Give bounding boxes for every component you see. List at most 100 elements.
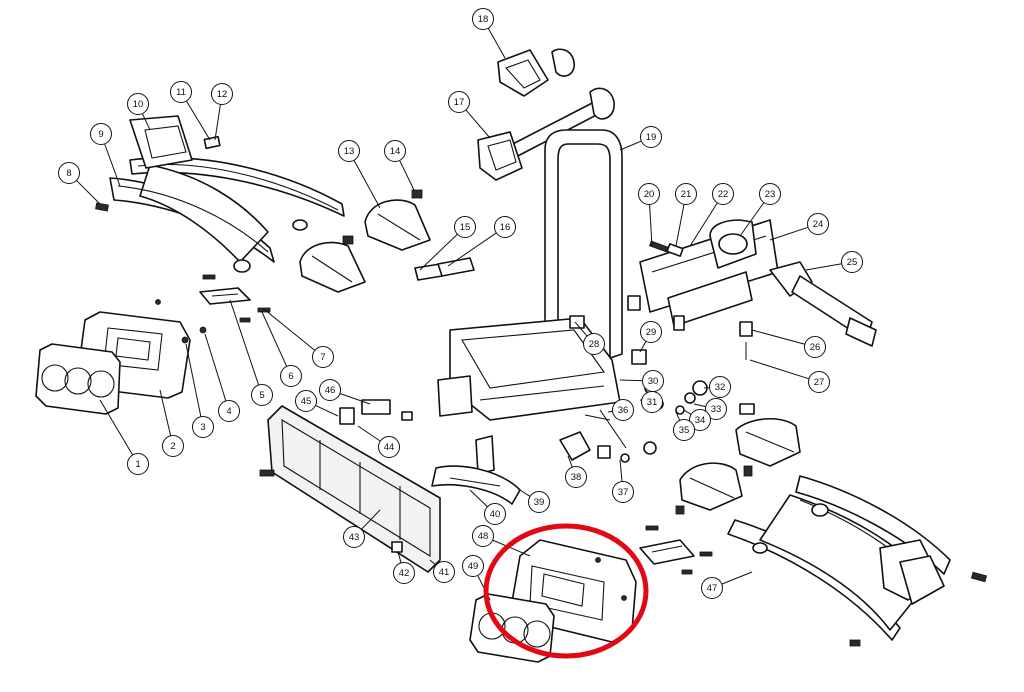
- callout-number: 19: [646, 132, 657, 143]
- callout-6: 6: [261, 311, 302, 387]
- callout-bubble: [338, 140, 360, 162]
- callout-number: 30: [648, 376, 659, 387]
- highlight-circle: [483, 523, 649, 659]
- callout-number: 27: [814, 377, 825, 388]
- callout-25: 25: [805, 251, 863, 273]
- callout-number: 13: [344, 146, 355, 157]
- callout-3: 3: [185, 343, 214, 438]
- callout-36: 36: [607, 399, 634, 421]
- callout-number: 34: [695, 415, 706, 426]
- callout-20: 20: [638, 183, 660, 247]
- callout-leader: [689, 202, 718, 247]
- callout-number: 25: [847, 257, 858, 268]
- callout-leader: [619, 459, 623, 482]
- callout-8: 8: [58, 162, 101, 205]
- callout-44: 44: [357, 425, 400, 458]
- callout-bubble: [640, 321, 662, 343]
- callout-34: 34: [683, 409, 711, 431]
- callout-leader: [675, 204, 685, 247]
- callout-bubble: [462, 555, 484, 577]
- callout-19: 19: [619, 126, 662, 151]
- callout-17: 17: [448, 91, 491, 139]
- callout-number: 48: [478, 531, 489, 542]
- callout-number: 1: [135, 459, 140, 470]
- callout-bubble: [807, 213, 829, 235]
- callout-9: 9: [90, 123, 121, 187]
- callout-bubble: [393, 562, 415, 584]
- callout-37: 37: [612, 459, 634, 503]
- callout-number: 42: [399, 568, 410, 579]
- callout-leader: [683, 409, 692, 415]
- right-plate-hardware: [639, 505, 713, 575]
- callout-leader: [185, 343, 202, 417]
- callout-number: 6: [288, 371, 293, 382]
- callout-23: 23: [739, 183, 781, 237]
- callout-leader: [429, 559, 437, 566]
- callout-number: 2: [170, 441, 175, 452]
- callout-bubble: [472, 8, 494, 30]
- callout-27: 27: [749, 359, 830, 393]
- callout-bubble: [638, 183, 660, 205]
- callout-26: 26: [751, 329, 826, 358]
- callout-bubble: [673, 419, 695, 441]
- callout-bubble: [712, 183, 734, 205]
- callout-number: 23: [765, 189, 776, 200]
- callout-bubble: [343, 526, 365, 548]
- callout-leader: [186, 100, 211, 141]
- callout-leader: [465, 109, 491, 139]
- callout-leader: [619, 379, 643, 382]
- callout-16: 16: [447, 216, 516, 267]
- callout-leader: [739, 202, 765, 237]
- callout-bubble: [448, 91, 470, 113]
- callout-number: 11: [176, 87, 186, 98]
- callout-number: 9: [98, 129, 103, 140]
- callout-32: 32: [703, 376, 731, 398]
- callout-leader: [99, 399, 134, 456]
- callout-number: 41: [439, 567, 450, 578]
- right-mechanism: [627, 219, 877, 360]
- callout-leader: [769, 226, 809, 241]
- callout-31: 31: [639, 391, 663, 413]
- callout-number: 46: [325, 385, 336, 396]
- callout-number: 40: [490, 509, 501, 520]
- callout-bubble: [709, 376, 731, 398]
- callout-10: 10: [127, 93, 151, 131]
- callout-bubble: [808, 371, 830, 393]
- callout-bubble: [454, 216, 476, 238]
- callout-13: 13: [338, 140, 381, 209]
- callout-leader: [751, 329, 805, 345]
- callout-number: 22: [718, 189, 729, 200]
- right-wheel-holders: [679, 417, 801, 511]
- callout-number: 7: [320, 352, 325, 363]
- callout-number: 3: [200, 422, 205, 433]
- callout-leader: [264, 309, 316, 351]
- callout-bubble: [472, 525, 494, 547]
- callout-15: 15: [419, 216, 476, 271]
- callout-42: 42: [393, 551, 415, 584]
- callout-1: 1: [99, 399, 149, 475]
- callout-number: 26: [810, 342, 821, 353]
- callout-bubble: [612, 399, 634, 421]
- callout-leader: [360, 509, 381, 530]
- callout-bubble: [641, 391, 663, 413]
- callout-number: 12: [217, 89, 228, 100]
- callout-14: 14: [384, 140, 415, 191]
- callout-48: 48: [472, 525, 531, 557]
- frame-arms: [477, 48, 615, 181]
- callout-bubble: [689, 409, 711, 431]
- plate-holder: [259, 399, 441, 573]
- callout-leader: [419, 233, 458, 271]
- callout-leader: [357, 425, 381, 442]
- callout-number: 21: [681, 189, 692, 200]
- callout-bubble: [378, 436, 400, 458]
- left-wheel-tray: [95, 115, 345, 273]
- callout-bubble: [494, 216, 516, 238]
- left-hardware: [155, 274, 271, 344]
- callout-number: 33: [711, 404, 722, 415]
- callout-bubble: [90, 123, 112, 145]
- callout-bubble: [211, 83, 233, 105]
- callout-bubble: [484, 503, 506, 525]
- callout-leader: [399, 160, 415, 191]
- callout-leader: [639, 340, 647, 353]
